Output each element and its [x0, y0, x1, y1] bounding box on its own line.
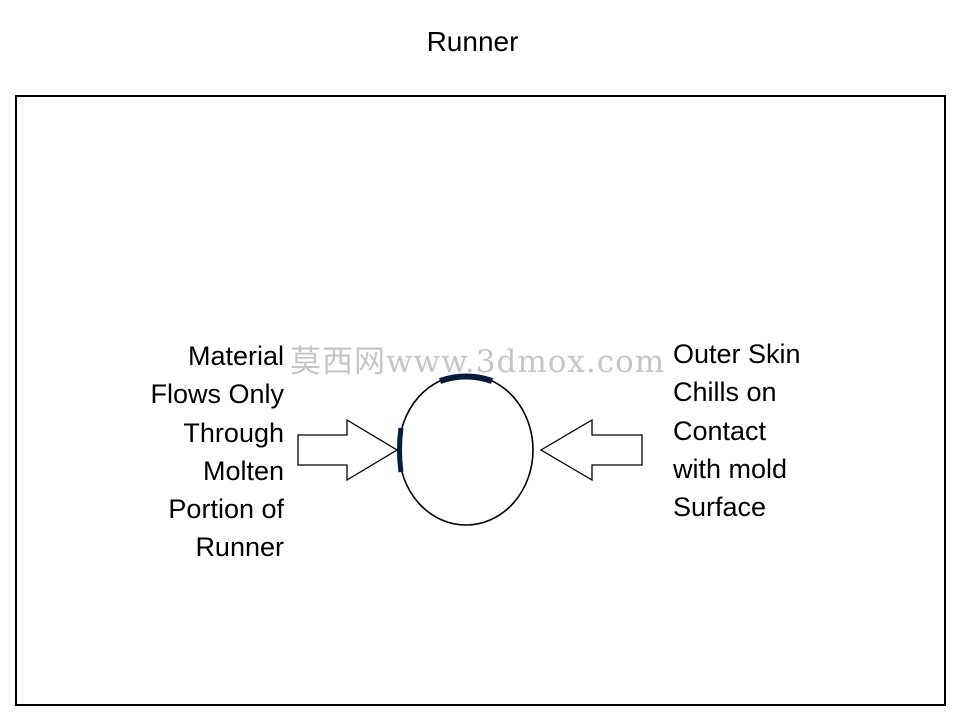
runner-cross-section	[398, 374, 534, 526]
chilled-skin-left	[397, 427, 404, 473]
diagram-frame	[15, 95, 946, 706]
outer-skin-label-line: with mold	[673, 453, 788, 484]
material-flow-label-line: Runner	[195, 532, 284, 563]
outer-skin-label-line: Surface	[673, 492, 767, 523]
material-flow-label-line: Molten	[202, 455, 284, 486]
diagram-title: Runner	[426, 26, 519, 57]
chilled-skin-top	[439, 373, 493, 384]
outer-skin-label-line: Outer Skin	[673, 339, 801, 369]
material-flow-label-line: Material	[187, 341, 284, 371]
outer-skin-label-line: Chills on	[673, 377, 777, 408]
material-flow-label: Material Flows Only Through Molten Porti…	[150, 337, 284, 567]
material-flow-label-line: Through	[183, 417, 284, 448]
material-flow-label-line: Flows Only	[150, 379, 284, 410]
outer-skin-label: Outer Skin Chills on Contact with mold S…	[673, 335, 801, 526]
outer-skin-label-line: Contact	[673, 415, 767, 446]
arrow-right-icon	[297, 418, 399, 482]
watermark: 莫西网www.3dmox.com	[290, 344, 666, 380]
material-flow-label-line: Portion of	[168, 494, 284, 525]
arrow-left-icon	[539, 418, 643, 482]
